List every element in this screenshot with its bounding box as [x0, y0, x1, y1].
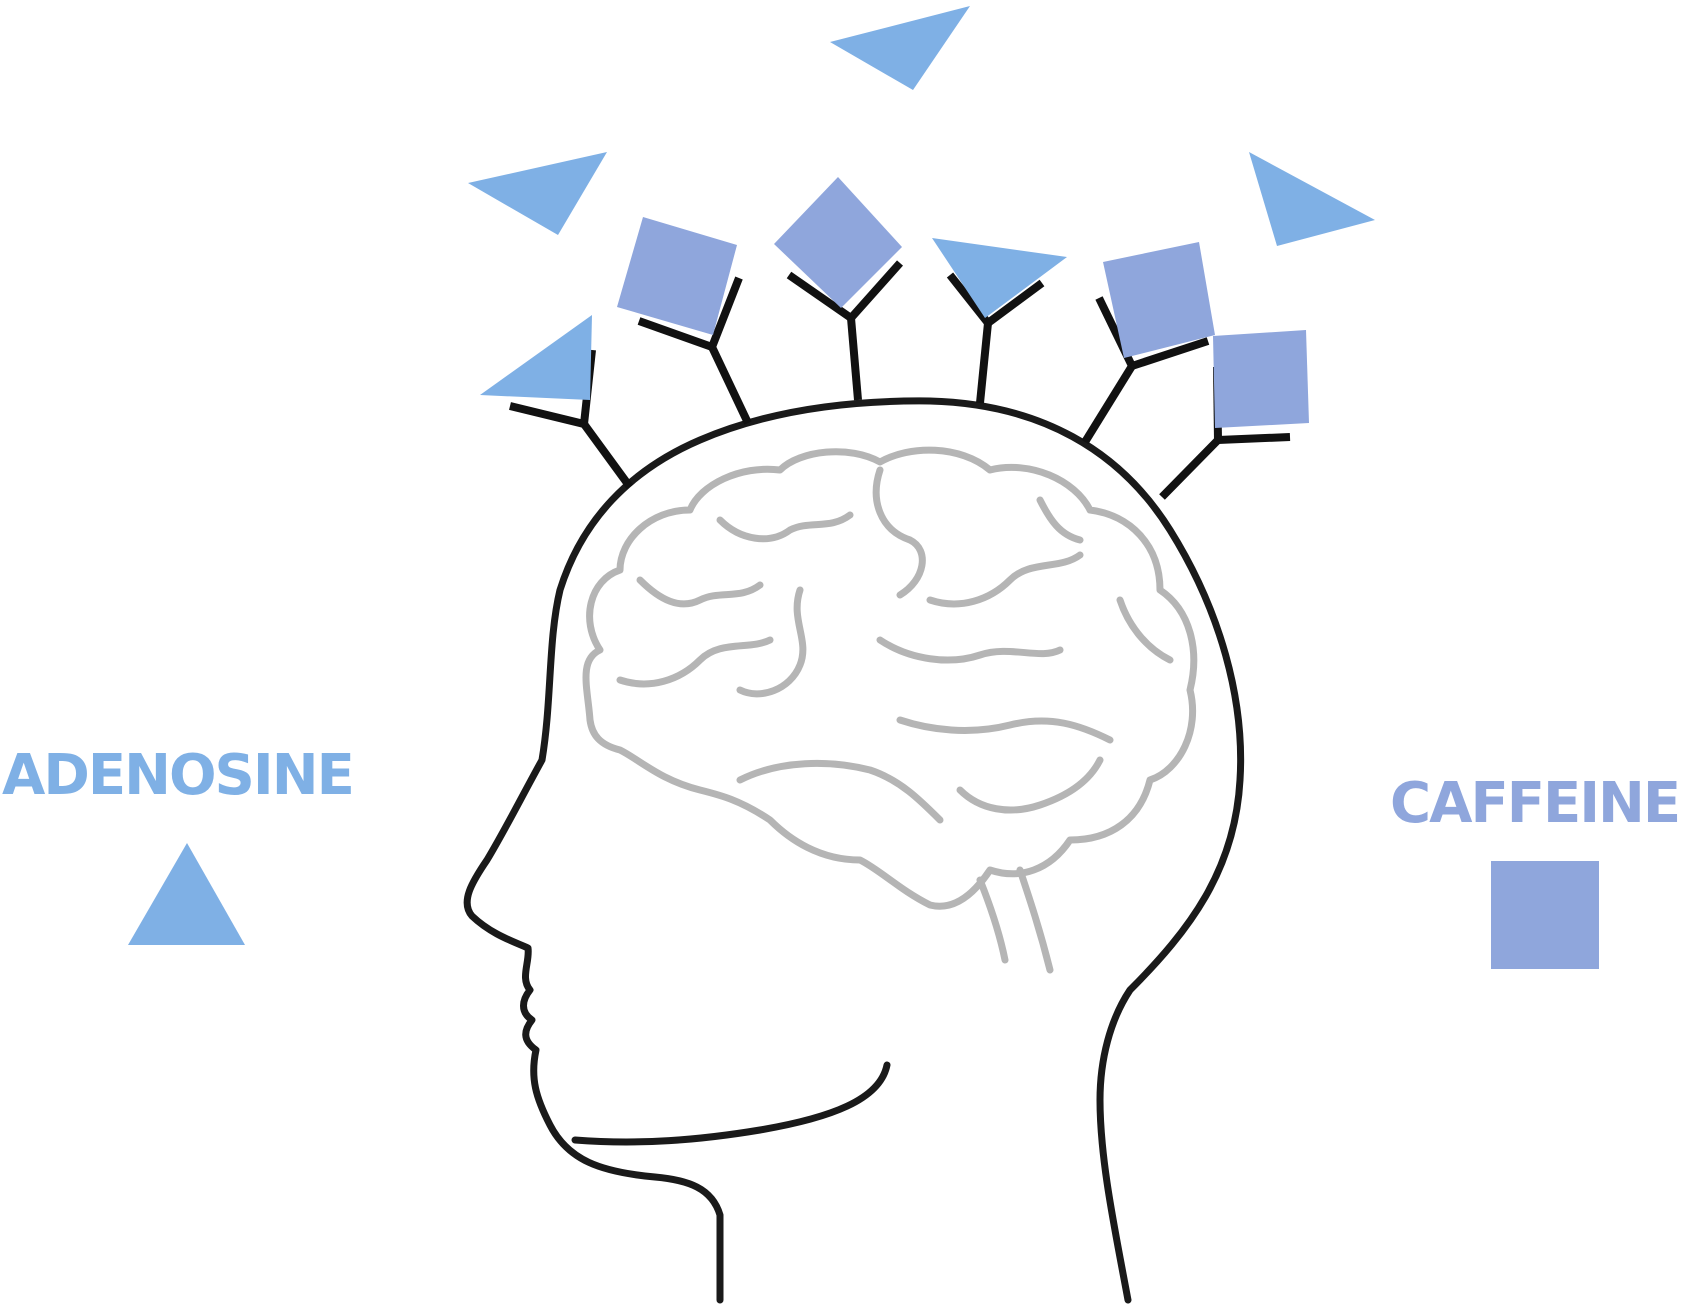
caffeine-legend-icon	[1491, 861, 1599, 969]
free-adenosine-molecules	[468, 6, 1375, 246]
brain-fold-9	[1120, 600, 1170, 660]
bound-molecules	[480, 177, 1309, 428]
adenosine-triangle-free	[1249, 152, 1375, 246]
adenosine-legend-icon	[128, 843, 245, 945]
adenosine-triangle-free	[830, 6, 970, 90]
brain-cerebellum	[960, 760, 1100, 810]
head-profile	[467, 401, 1241, 1300]
caffeine-square-bound	[774, 177, 902, 308]
adenosine-label: ADENOSINE	[2, 748, 353, 804]
adenosine-triangle-free	[468, 152, 607, 235]
brain-stem	[1020, 870, 1050, 970]
adenosine-triangle-bound	[480, 315, 592, 400]
caffeine-square-bound	[1213, 330, 1309, 428]
brain-temporal-lobe	[740, 763, 940, 820]
brain-fold-5	[620, 640, 770, 684]
brain-fold-7	[880, 640, 1060, 660]
brain-fold-6	[930, 555, 1080, 604]
brain	[586, 450, 1194, 970]
brain-fold-8	[1040, 500, 1080, 540]
brain-fold-2	[720, 515, 850, 539]
caffeine-square-bound	[617, 217, 737, 335]
jaw-line	[575, 1065, 887, 1142]
head-outline	[467, 401, 1241, 1300]
brain-stem-inner	[980, 880, 1005, 960]
brain-fold-10	[900, 720, 1110, 740]
brain-fold-3	[876, 470, 922, 595]
brain-fold-1	[640, 580, 760, 604]
caffeine-label: CAFFEINE	[1390, 776, 1679, 832]
